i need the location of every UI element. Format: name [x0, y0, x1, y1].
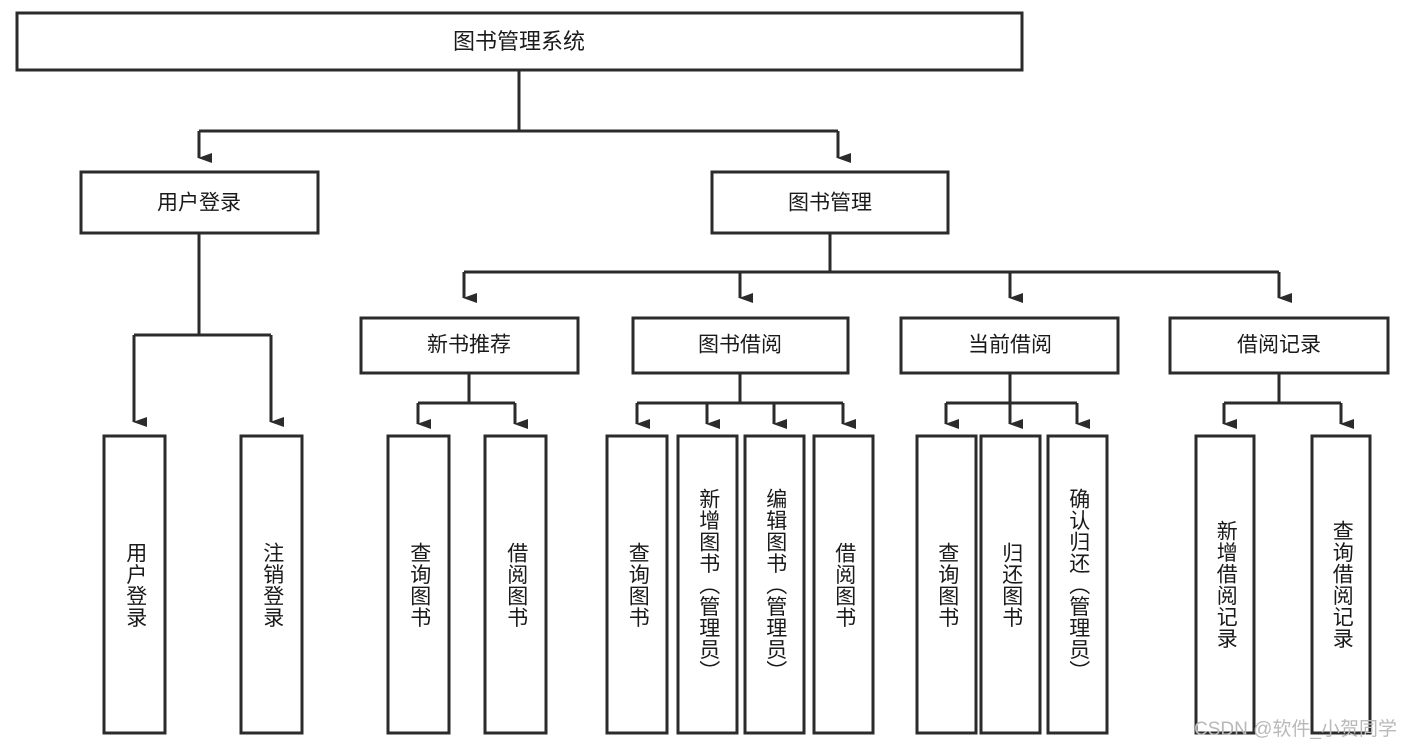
leaf-box[interactable] — [483, 434, 548, 735]
connector-borrowrecord-to-leaves — [1222, 373, 1354, 429]
leaf-boxes-new-book-recommend — [386, 434, 548, 735]
node-borrow-record-label: 借阅记录 — [1237, 334, 1321, 357]
connector-currentborrow-to-leaves — [944, 373, 1090, 429]
leaf-box[interactable] — [812, 434, 875, 735]
leaf-box[interactable] — [1194, 434, 1256, 735]
leaf-boxes-current-borrow — [915, 434, 1109, 735]
node-borrow-record[interactable]: 借阅记录 — [1168, 316, 1390, 375]
connector-root-to-level2 — [197, 70, 851, 163]
node-book-borrow[interactable]: 图书借阅 — [631, 316, 850, 375]
leaf-box[interactable] — [915, 434, 978, 735]
leaf-boxes-borrow-record — [1194, 434, 1372, 735]
node-user-login-label: 用户登录 — [157, 192, 241, 215]
node-root[interactable]: 图书管理系统 — [15, 11, 1024, 72]
watermark: CSDN @软件_小贺同学 — [1194, 719, 1397, 740]
leaf-box[interactable] — [743, 434, 806, 735]
connector-bookmgmt-to-level3 — [462, 233, 1292, 303]
node-root-label: 图书管理系统 — [453, 29, 585, 54]
node-book-management[interactable]: 图书管理 — [710, 170, 950, 235]
leaf-box[interactable] — [979, 434, 1042, 735]
connector-newbook-to-leaves — [416, 373, 528, 429]
node-current-borrow[interactable]: 当前借阅 — [899, 316, 1120, 375]
leaf-box[interactable] — [1310, 434, 1372, 735]
connector-userlogin-to-leaves — [132, 233, 284, 427]
leaf-box[interactable] — [239, 434, 304, 735]
leaf-box[interactable] — [386, 434, 451, 735]
leaf-boxes-book-borrow — [605, 434, 875, 735]
node-book-management-label: 图书管理 — [788, 192, 872, 215]
leaf-box[interactable] — [1046, 434, 1109, 735]
node-new-book-recommend[interactable]: 新书推荐 — [359, 316, 580, 375]
node-current-borrow-label: 当前借阅 — [968, 334, 1052, 357]
leaf-boxes-user-login — [102, 434, 304, 735]
leaf-box[interactable] — [676, 434, 739, 735]
connector-bookborrow-to-leaves — [635, 373, 856, 429]
node-user-login[interactable]: 用户登录 — [79, 170, 320, 235]
node-book-borrow-label: 图书借阅 — [698, 334, 782, 357]
leaf-box[interactable] — [605, 434, 669, 735]
node-new-book-recommend-label: 新书推荐 — [427, 334, 511, 357]
leaf-box[interactable] — [102, 434, 167, 735]
